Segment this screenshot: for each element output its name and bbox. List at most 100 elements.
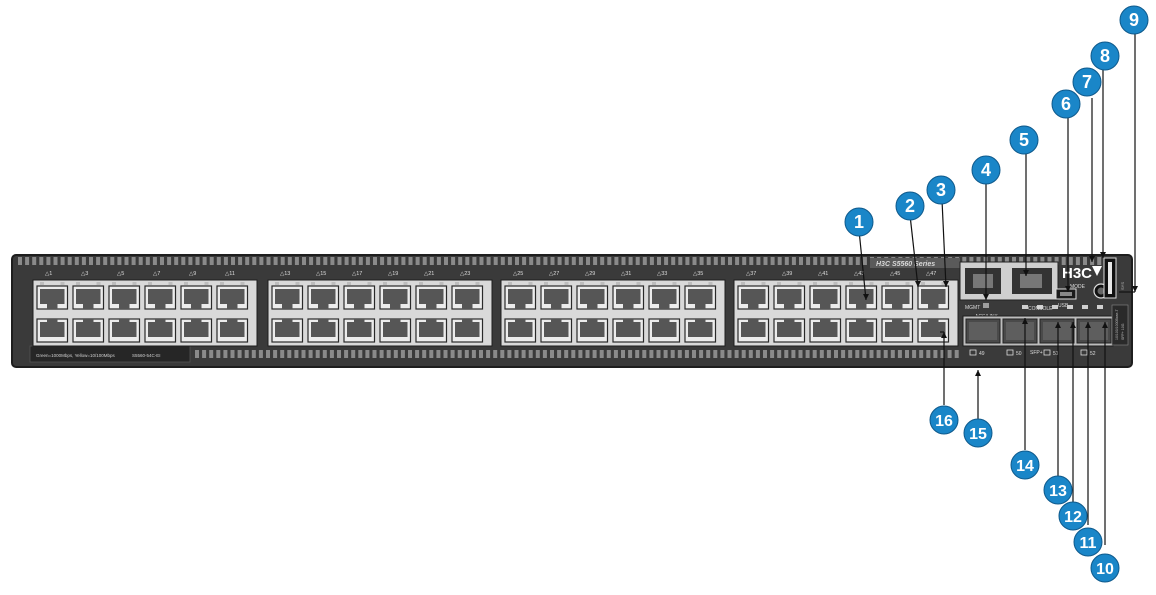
port-led: [148, 282, 152, 285]
rj45-port[interactable]: [180, 318, 213, 343]
rj45-port[interactable]: [504, 285, 537, 310]
vent-slot: [855, 257, 860, 265]
callout-circle: [929, 405, 959, 435]
rj45-port[interactable]: [216, 285, 249, 310]
rj45-port[interactable]: [845, 285, 878, 310]
rj45-port[interactable]: [72, 285, 105, 310]
port-led: [455, 282, 459, 285]
vent-slot: [216, 350, 221, 358]
callout-9: 9: [1119, 5, 1149, 35]
sfp-port[interactable]: [1039, 318, 1075, 344]
vent-slot: [471, 350, 476, 358]
vent-slot: [606, 350, 611, 358]
rj45-port[interactable]: [271, 285, 304, 310]
rj45-port[interactable]: [415, 318, 448, 343]
console-port[interactable]: [965, 268, 1001, 294]
status-led: [1067, 305, 1073, 309]
port-led: [580, 282, 584, 285]
vent-slot: [571, 257, 576, 265]
port-number-label: △19: [388, 271, 398, 277]
rj45-port[interactable]: [576, 285, 609, 310]
rj45-port[interactable]: [540, 285, 573, 310]
rj45-port[interactable]: [36, 318, 69, 343]
sfp-port[interactable]: [965, 318, 1001, 344]
vent-slot: [827, 257, 832, 265]
rj45-port[interactable]: [684, 318, 717, 343]
vent-slot: [380, 257, 385, 265]
callout-circle: [1051, 89, 1081, 119]
rj45-port[interactable]: [737, 285, 770, 310]
rj45-port[interactable]: [216, 318, 249, 343]
leader-arrowhead: [1055, 322, 1061, 328]
rj45-port[interactable]: [415, 285, 448, 310]
vent-slot: [962, 257, 967, 265]
rj45-port[interactable]: [451, 285, 484, 310]
rj45-port[interactable]: [612, 318, 645, 343]
vent-slot: [464, 350, 469, 358]
rj45-port[interactable]: [504, 318, 537, 343]
rj45-port[interactable]: [773, 318, 806, 343]
rj45-port[interactable]: [108, 285, 141, 310]
rj45-port[interactable]: [72, 318, 105, 343]
port-led: [331, 282, 336, 285]
rj45-port[interactable]: [648, 285, 681, 310]
callout-number: 13: [1049, 483, 1067, 500]
port-led: [528, 282, 533, 285]
port-led: [275, 282, 279, 285]
vent-slot: [628, 257, 633, 265]
vent-slot: [195, 257, 200, 265]
usb-port[interactable]: [1055, 288, 1077, 300]
rj45-port[interactable]: [307, 318, 340, 343]
rj45-port[interactable]: [612, 285, 645, 310]
sfp-port[interactable]: [1002, 318, 1038, 344]
rj45-port[interactable]: [648, 318, 681, 343]
rj45-port[interactable]: [144, 285, 177, 310]
vent-slot: [728, 257, 732, 265]
vent-slot: [436, 257, 441, 265]
vent-slot: [862, 257, 867, 265]
model-note: S5560-54C-EI: [132, 353, 161, 358]
vent-slot: [663, 350, 668, 358]
vent-slot: [826, 350, 831, 358]
port-led: [849, 282, 853, 285]
rj45-port[interactable]: [379, 285, 412, 310]
rj45-port[interactable]: [845, 318, 878, 343]
rj45-port[interactable]: [773, 285, 806, 310]
rj45-port[interactable]: [737, 318, 770, 343]
rj45-port[interactable]: [809, 318, 842, 343]
rj45-port[interactable]: [108, 318, 141, 343]
rj45-port[interactable]: [540, 318, 573, 343]
rj45-port[interactable]: [180, 285, 213, 310]
rj45-port[interactable]: [684, 285, 717, 310]
rj45-port[interactable]: [881, 285, 914, 310]
vent-slot: [820, 257, 825, 265]
rj45-port[interactable]: [36, 285, 69, 310]
callout-circle: [1090, 553, 1120, 583]
rj45-port[interactable]: [809, 285, 842, 310]
leader-arrowhead: [1102, 322, 1108, 328]
vent-slot: [585, 350, 590, 358]
vent-slot: [784, 257, 789, 265]
svg-text:SFP+ 10G: SFP+ 10G: [1121, 323, 1125, 340]
sfp-port[interactable]: [1076, 318, 1112, 344]
rj45-port[interactable]: [307, 285, 340, 310]
rj45-port[interactable]: [144, 318, 177, 343]
vent-slot: [223, 350, 228, 358]
rj45-port[interactable]: [271, 318, 304, 343]
rj45-port[interactable]: [379, 318, 412, 343]
vent-slot: [536, 257, 541, 265]
vent-slot: [131, 257, 136, 265]
rj45-port[interactable]: [917, 285, 950, 310]
rj45-port[interactable]: [917, 318, 950, 343]
rj45-port[interactable]: [576, 318, 609, 343]
leader-arrowhead: [983, 294, 989, 300]
management-ethernet-port[interactable]: [1012, 268, 1052, 294]
rj45-port[interactable]: [881, 318, 914, 343]
rj45-port[interactable]: [343, 318, 376, 343]
rj45-port[interactable]: [343, 285, 376, 310]
vent-slot: [777, 350, 782, 358]
port-group-4: [733, 279, 959, 347]
callout-10: 10: [1090, 553, 1120, 583]
rj45-port[interactable]: [451, 318, 484, 343]
